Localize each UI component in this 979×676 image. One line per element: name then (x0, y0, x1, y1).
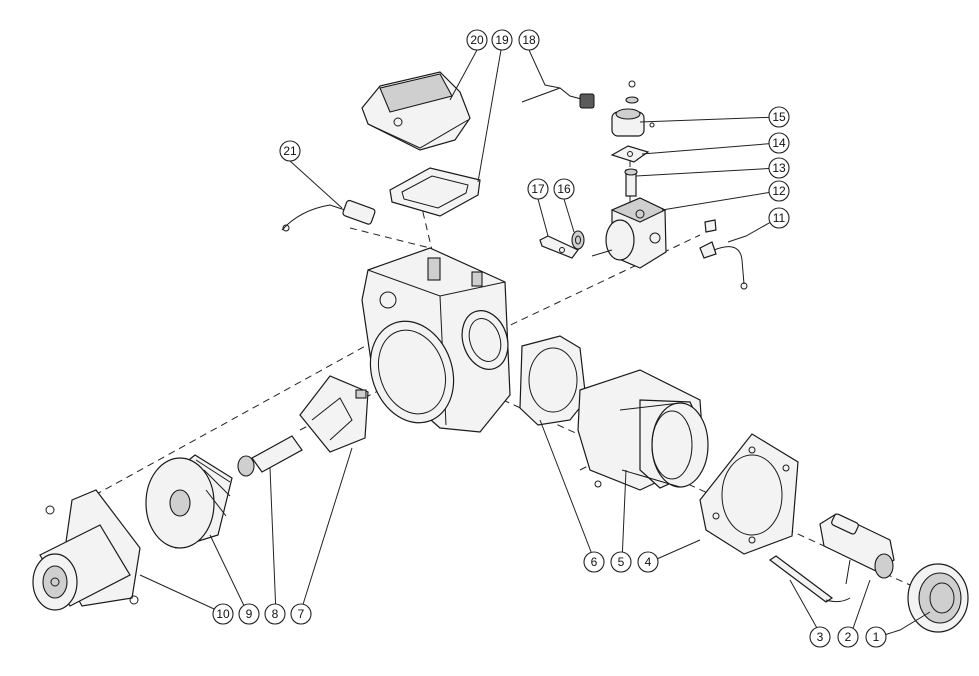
callout-label: 17 (531, 182, 545, 196)
part-15-coil (611, 80, 655, 137)
part-2-nozzle-assembly (819, 513, 895, 585)
callout-label: 10 (216, 607, 230, 621)
callout-label: 5 (618, 555, 625, 569)
part-10-motor (32, 489, 141, 611)
callout-21: 21 (279, 140, 301, 162)
callout-label: 21 (283, 144, 297, 158)
part-9-fan-wheel (145, 454, 233, 549)
callout-label: 6 (591, 555, 598, 569)
callout-15: 15 (768, 106, 790, 128)
callout-label: 11 (773, 211, 786, 225)
part-3-rod (768, 555, 851, 603)
callout-label: 4 (645, 555, 652, 569)
part-12-pump (591, 197, 667, 269)
callout-label: 8 (272, 607, 279, 621)
part-19-gasket (389, 167, 481, 217)
part-11-lead (699, 219, 748, 290)
callout-5: 5 (610, 551, 632, 573)
callout-16: 16 (553, 178, 575, 200)
burner-housing (361, 247, 511, 433)
callout-label: 2 (845, 630, 852, 644)
callout-label: 14 (772, 136, 786, 150)
part-8-shaft (237, 435, 303, 477)
callout-20: 20 (466, 29, 488, 51)
callout-label: 19 (495, 33, 509, 47)
callout-17: 17 (527, 178, 549, 200)
callout-8: 8 (264, 603, 286, 625)
part-1-cap (907, 563, 969, 633)
part-6-gasket (519, 335, 587, 426)
part-17-bracket (539, 235, 579, 259)
part-13-stem (624, 168, 638, 197)
callout-4: 4 (637, 551, 659, 573)
callout-label: 3 (817, 630, 824, 644)
part-7-diffuser (299, 375, 369, 453)
callout-1: 1 (865, 626, 887, 648)
callout-18: 18 (518, 29, 540, 51)
callout-9: 9 (238, 603, 260, 625)
part-18-cable (521, 87, 595, 109)
part-16-coupling (571, 230, 585, 250)
callout-6: 6 (583, 551, 605, 573)
callout-label: 1 (873, 630, 880, 644)
callout-11: 11 (768, 207, 790, 229)
callout-13: 13 (768, 157, 790, 179)
callout-19: 19 (491, 29, 513, 51)
callout-label: 12 (772, 184, 786, 198)
callout-10: 10 (212, 603, 234, 625)
callout-label: 16 (557, 182, 571, 196)
callout-3: 3 (809, 626, 831, 648)
callout-label: 18 (522, 33, 536, 47)
part-20-cover (361, 71, 471, 151)
callout-12: 12 (768, 180, 790, 202)
callout-7: 7 (290, 603, 312, 625)
callout-2: 2 (837, 626, 859, 648)
callout-label: 9 (246, 607, 253, 621)
callout-label: 20 (470, 33, 484, 47)
part-5-blast-tube (577, 369, 709, 491)
part-14-plate (610, 145, 650, 163)
callout-label: 7 (298, 607, 305, 621)
part-4-mounting-plate (699, 433, 799, 555)
callout-14: 14 (768, 132, 790, 154)
callout-label: 13 (772, 161, 786, 175)
part-21-cable (281, 199, 376, 232)
callout-label: 15 (772, 110, 786, 124)
